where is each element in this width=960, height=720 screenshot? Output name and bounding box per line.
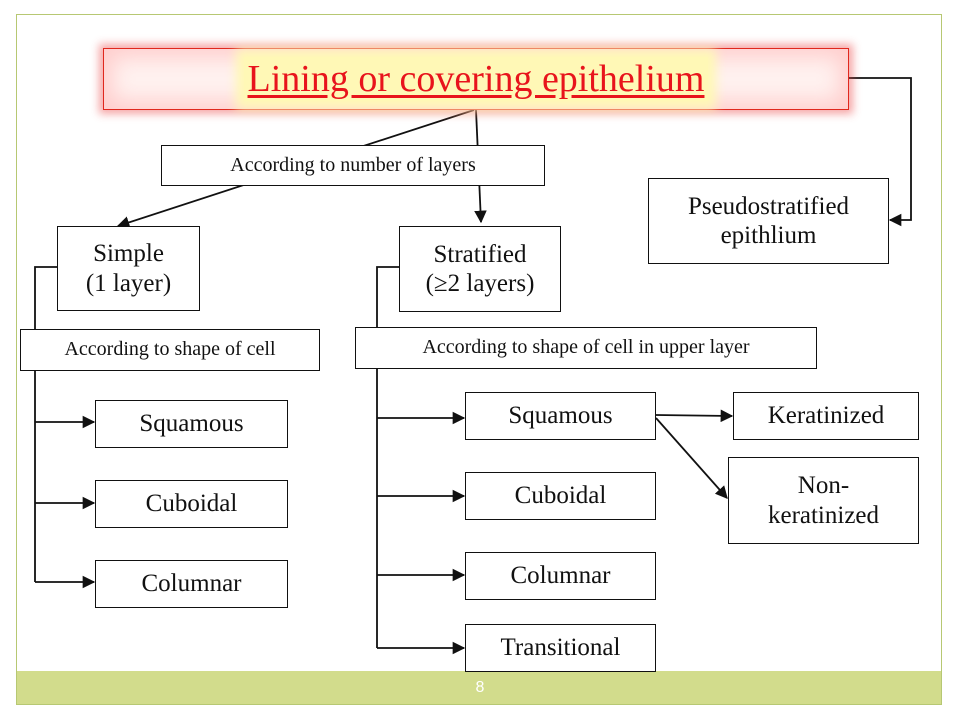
criterion-shape-upper-layer: According to shape of cell in upper laye… [355, 327, 817, 369]
arrow-squamous-keratinized [655, 409, 734, 423]
stratified-type-transitional: Transitional [465, 624, 656, 672]
simple-type-columnar: Columnar [95, 560, 288, 608]
bracket-simple [34, 266, 57, 582]
footer-bar [17, 671, 941, 704]
criterion-shape-of-cell: According to shape of cell [20, 329, 320, 371]
stratified-type-cuboidal: Cuboidal [465, 472, 656, 520]
slide-frame [16, 14, 942, 705]
page-number: 8 [475, 679, 485, 696]
node-simple: Simple (1 layer) [57, 226, 200, 311]
simple-type-cuboidal: Cuboidal [95, 480, 288, 528]
subtype-keratinized: Keratinized [733, 392, 919, 440]
bracket-stratified [376, 266, 399, 648]
simple-type-squamous: Squamous [95, 400, 288, 448]
criterion-number-of-layers: According to number of layers [161, 145, 545, 186]
node-pseudostratified: Pseudostratified epithlium [648, 178, 889, 264]
arrow-squamous-nonkeratinized [655, 417, 728, 499]
subtype-non-keratinized: Non- keratinized [728, 457, 919, 544]
node-stratified: Stratified (≥2 layers) [399, 226, 561, 312]
arrow-title-to-pseudostratified [849, 77, 912, 227]
page-title: Lining or covering epithelium [243, 57, 709, 101]
stratified-type-squamous: Squamous [465, 392, 656, 440]
stratified-type-columnar: Columnar [465, 552, 656, 600]
title-box: Lining or covering epithelium [103, 48, 849, 110]
